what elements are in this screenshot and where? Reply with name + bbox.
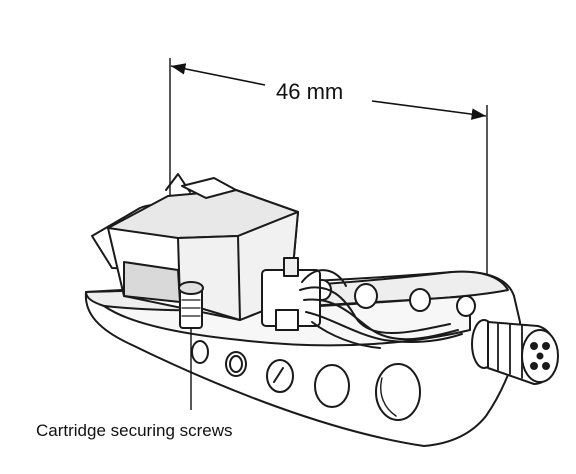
connector-pin — [536, 352, 544, 360]
connector-pin — [542, 362, 550, 370]
finger-lift-tab — [181, 177, 237, 199]
dimension-arrow-right — [371, 100, 487, 120]
dimension-arrow-left — [170, 63, 266, 86]
shell-hole — [266, 359, 294, 393]
shell-hole-shadow — [380, 377, 397, 417]
screw-thread — [181, 299, 201, 317]
shell-hole-mark — [273, 367, 284, 383]
dimension-label: 46 mm — [276, 79, 343, 104]
terminal-clip — [275, 309, 299, 331]
securing-screw-head — [178, 281, 204, 295]
dimension-line — [170, 63, 487, 120]
connector-pin — [530, 342, 538, 350]
inner-hole — [409, 288, 431, 312]
terminal-pin — [283, 257, 299, 277]
lead-wires — [299, 269, 463, 349]
shell-hole — [229, 355, 243, 373]
shell-hole — [375, 363, 421, 421]
inner-hole — [354, 283, 378, 309]
inner-hole — [456, 295, 476, 317]
shell-hole — [191, 340, 209, 364]
connector-pin — [542, 342, 550, 350]
shell-hole — [314, 364, 350, 408]
connector-pin — [530, 362, 538, 370]
cartridge-edge — [237, 235, 241, 321]
callout-label: Cartridge securing screws — [36, 421, 233, 440]
headshell — [84, 173, 559, 447]
